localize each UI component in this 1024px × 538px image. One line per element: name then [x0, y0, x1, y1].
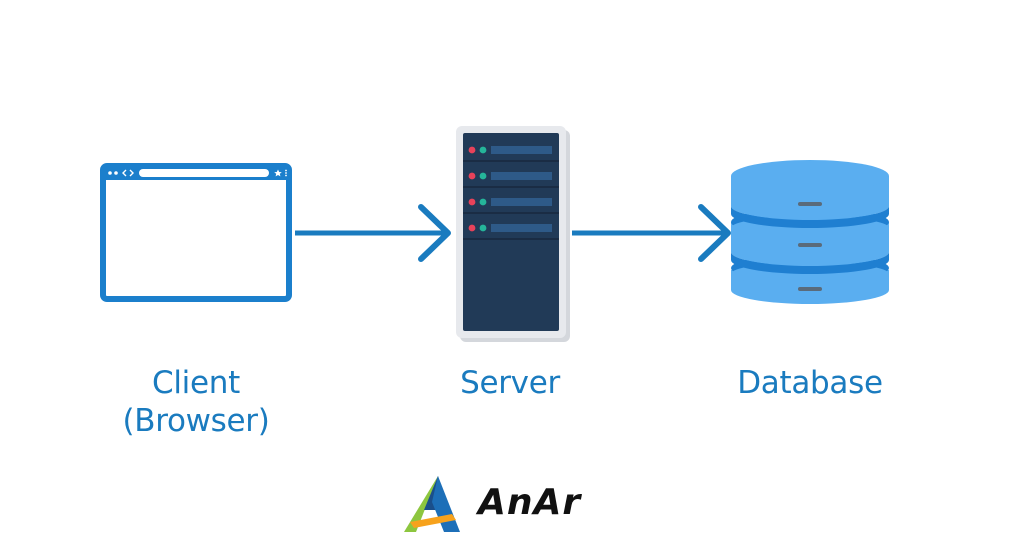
arrow-server-to-database: [572, 204, 731, 262]
anar-logo: AnAr: [400, 470, 630, 534]
client-label-line1: Client: [152, 365, 240, 401]
client-label-line2: (Browser): [122, 403, 270, 439]
database-layer-1: [731, 160, 889, 228]
anar-logo-mark-icon: [404, 476, 460, 532]
server-unit-3: [463, 198, 559, 214]
logo-wordmark: AnAr: [478, 482, 582, 523]
server-unit-2: [463, 172, 559, 188]
server-label: Server: [460, 365, 560, 401]
database-label: Database: [737, 365, 883, 401]
server-unit-4: [463, 224, 559, 240]
server-unit-1: [463, 146, 559, 162]
database-icon: [731, 160, 889, 304]
arrow-client-to-server: [295, 204, 451, 262]
server-rack-icon: [456, 126, 570, 342]
browser-window-icon: [100, 163, 292, 302]
client-label: Client (Browser): [96, 364, 296, 440]
